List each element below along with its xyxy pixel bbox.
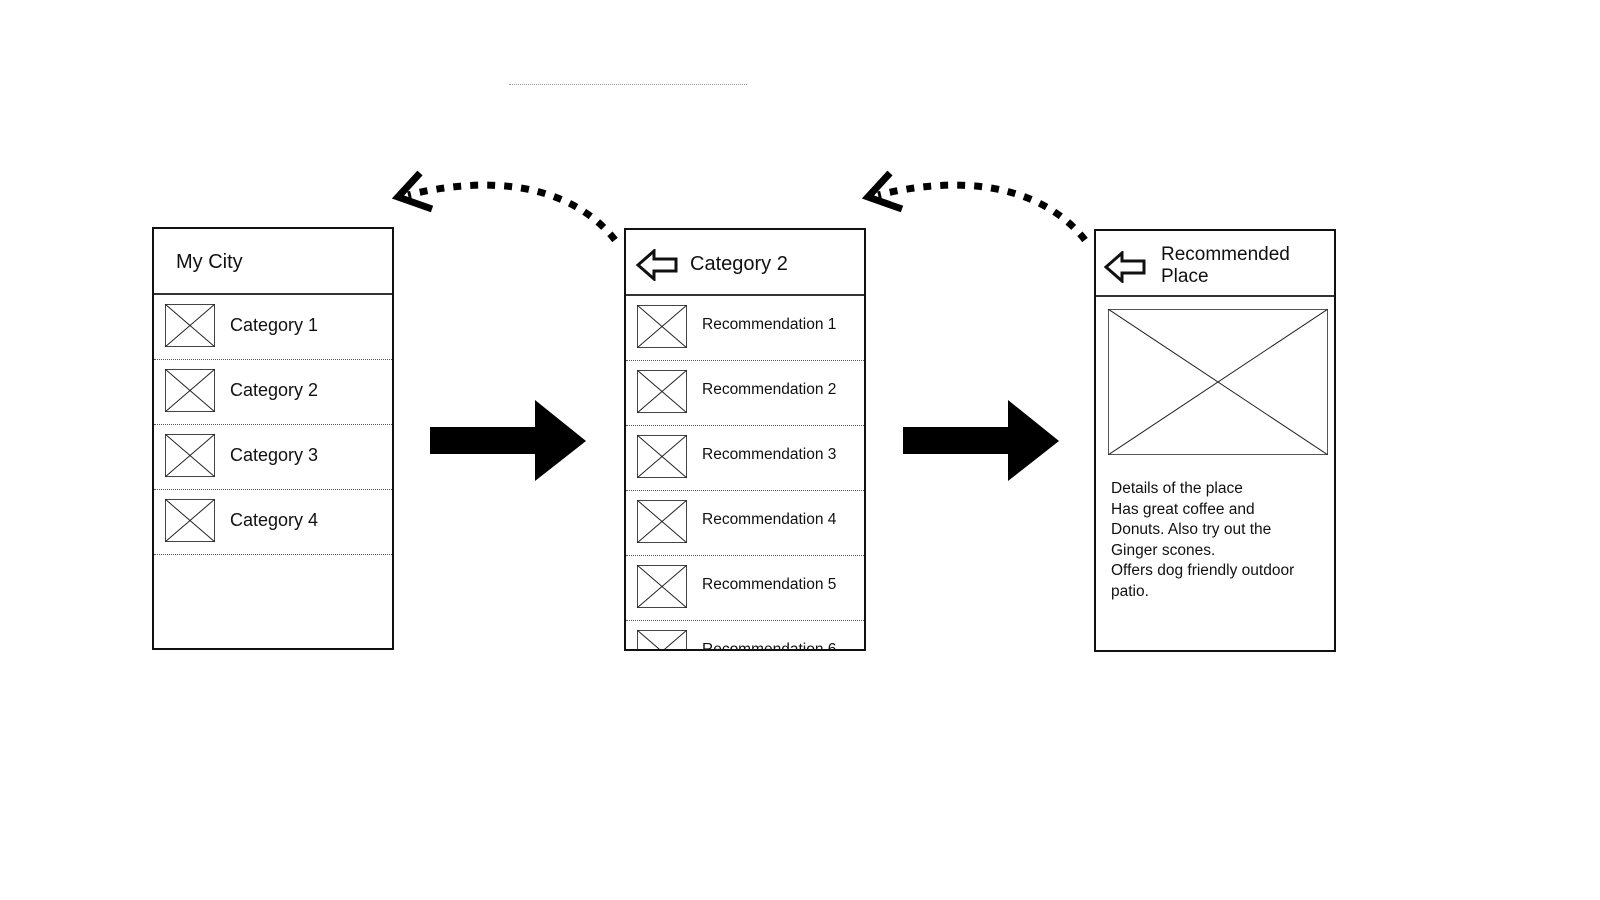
forward-arrow	[903, 400, 1060, 482]
list-item-label: Category 3	[230, 445, 319, 465]
back-dotted-arrow	[390, 165, 630, 250]
screen-title: Recommended Place	[1161, 244, 1290, 287]
screen-category: Category 2 Recommendation 1 Recommendatio…	[624, 228, 866, 651]
back-arrow-icon[interactable]	[636, 249, 678, 281]
image-placeholder-icon	[637, 435, 687, 478]
list-item-label: Category 4	[230, 510, 319, 530]
list-item[interactable]: Recommendation 5	[626, 556, 864, 621]
screen-title: Category 2	[690, 253, 788, 275]
list-item[interactable]: Category 1	[154, 295, 392, 360]
list-item-label: Category 2	[230, 380, 319, 400]
list-item-label: Recommendation 4	[702, 511, 837, 528]
list-item[interactable]: Category 2	[154, 360, 392, 425]
list-item[interactable]: Recommendation 4	[626, 491, 864, 556]
image-placeholder-icon	[165, 434, 215, 477]
screen-recommended-place: Recommended Place Details of the place H…	[1094, 229, 1336, 652]
list-item[interactable]: Category 4	[154, 490, 392, 555]
image-placeholder-icon	[637, 630, 687, 649]
list-item-label: Recommendation 6	[702, 641, 837, 651]
app-bar: Recommended Place	[1096, 231, 1334, 297]
list-item-label: Category 1	[230, 315, 319, 335]
screen-my-city: My City Category 1 Category 2 Category 3 Ca…	[152, 227, 394, 650]
image-placeholder-icon	[165, 304, 215, 347]
app-bar: My City	[154, 229, 392, 295]
app-bar: Category 2	[626, 230, 864, 296]
list-item[interactable]: Recommendation 2	[626, 361, 864, 426]
list-item[interactable]: Category 3	[154, 425, 392, 490]
image-placeholder-icon	[637, 370, 687, 413]
forward-arrow	[430, 400, 587, 482]
back-arrow-icon[interactable]	[1104, 251, 1146, 283]
place-details: Details of the place Has great coffee an…	[1111, 480, 1295, 600]
image-placeholder-icon	[637, 565, 687, 608]
divider-line	[509, 84, 747, 85]
image-placeholder	[1108, 309, 1328, 455]
list-item-label: Recommendation 2	[702, 381, 837, 398]
list-item-label: Recommendation 3	[702, 446, 837, 463]
back-dotted-arrow	[860, 165, 1100, 250]
image-placeholder-icon	[165, 499, 215, 542]
list-item-label: Recommendation 1	[702, 316, 837, 333]
list-item[interactable]: Recommendation 6	[626, 621, 864, 651]
image-placeholder-icon	[637, 500, 687, 543]
list-item-label: Recommendation 5	[702, 576, 837, 593]
screen-title: My City	[176, 251, 243, 273]
list-item[interactable]: Recommendation 1	[626, 296, 864, 361]
image-placeholder-icon	[165, 369, 215, 412]
image-placeholder-icon	[637, 305, 687, 348]
list-item[interactable]: Recommendation 3	[626, 426, 864, 491]
